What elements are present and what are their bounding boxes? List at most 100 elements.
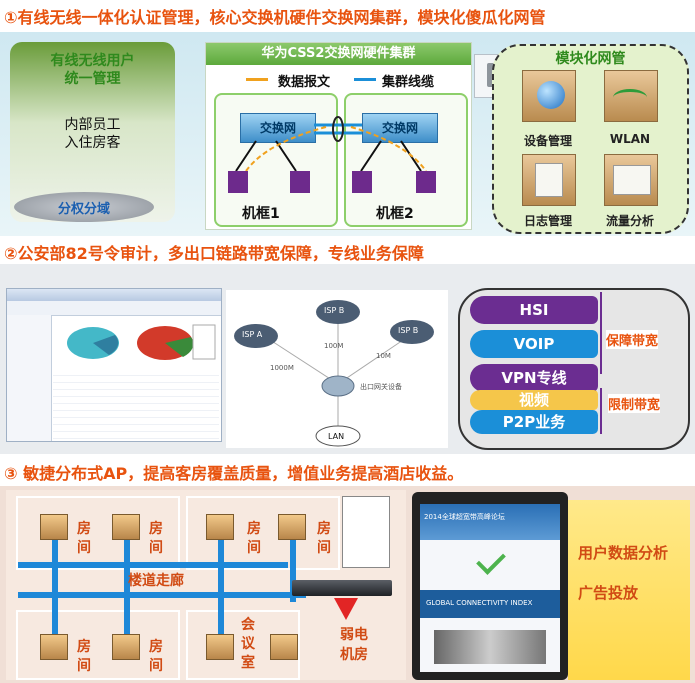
stairwell bbox=[342, 496, 390, 568]
phone-index-bar bbox=[420, 590, 560, 618]
phone-index-text: GLOBAL CONNECTIVITY INDEX bbox=[426, 599, 533, 607]
wlan-icon[interactable] bbox=[604, 70, 658, 122]
line-card-2b bbox=[416, 171, 436, 193]
bar-vpn: VPN专线 bbox=[470, 364, 598, 392]
log-management-label: 日志管理 bbox=[523, 214, 572, 228]
phone-banner-text: 2014全球超宽带高峰论坛 bbox=[424, 513, 505, 521]
legend-cable-label: 集群线缆 bbox=[382, 75, 435, 90]
link-b-label: 100M bbox=[324, 342, 344, 350]
frame2-label: 机框2 bbox=[376, 206, 414, 222]
auth-domain-disc bbox=[14, 192, 154, 222]
auth-domain-label: 分权分域 bbox=[57, 202, 110, 217]
management-panel: 模块化网管 设备管理 WLAN 日志管理 流量分析 bbox=[492, 44, 689, 234]
bar-voip: VOIP bbox=[470, 330, 598, 358]
auth-title-line2: 统一管理 bbox=[64, 71, 121, 87]
check-icon bbox=[476, 545, 506, 575]
user-data-analysis-label: 用户数据分析 bbox=[578, 544, 669, 562]
multi-egress-diagram: ISP A ISP B ISP B 1000M 100M 10M 出口网关设备 … bbox=[226, 290, 448, 448]
line-card-1a bbox=[228, 171, 248, 193]
room-label-4a: 房 bbox=[317, 521, 331, 537]
window-log-table bbox=[53, 369, 219, 439]
phone-product-image bbox=[434, 630, 546, 664]
room-label-6b: 间 bbox=[149, 658, 163, 674]
room-label-1a: 房 bbox=[77, 521, 91, 537]
corridor-label: 楼道走廊 bbox=[128, 573, 184, 589]
drop-cable-2 bbox=[124, 534, 130, 654]
traffic-analysis-icon[interactable] bbox=[604, 154, 658, 206]
isp-a-label: ISP A bbox=[242, 330, 263, 339]
ap-room-8 bbox=[270, 634, 298, 660]
ap-room-5 bbox=[40, 634, 68, 660]
auth-title-line1: 有线无线用户 bbox=[50, 53, 135, 69]
window-pie-charts bbox=[67, 324, 216, 360]
phone-banner bbox=[420, 504, 560, 540]
ap-room-2 bbox=[112, 514, 140, 540]
section1-heading: ①有线无线一体化认证管理，核心交换机硬件交换网集群，模块化傻瓜化网管 bbox=[4, 8, 546, 27]
drop-cable-1 bbox=[52, 534, 58, 654]
corridor-cable-bottom bbox=[18, 592, 306, 598]
room-label-6a: 房 bbox=[149, 639, 163, 655]
section2-heading: ②公安部82号令审计，多出口链路带宽保障，专线业务保障 bbox=[4, 244, 424, 263]
room-block-3 bbox=[16, 610, 180, 680]
meeting-label-1: 会 bbox=[241, 617, 255, 633]
room-block-2 bbox=[186, 496, 340, 570]
meeting-label-2: 议 bbox=[241, 636, 255, 652]
window-titlebar bbox=[7, 289, 221, 301]
core-switch bbox=[292, 580, 392, 596]
corridor-cable-top bbox=[18, 562, 288, 568]
auth-users-line1: 内部员工 bbox=[64, 117, 121, 133]
bar-hsi: HSI bbox=[470, 296, 598, 324]
ad-delivery-label: 广告投放 bbox=[578, 584, 639, 602]
audit-software-window bbox=[6, 288, 222, 442]
network-topology bbox=[234, 300, 434, 447]
room-label-2a: 房 bbox=[149, 521, 163, 537]
bar-p2p: P2P业务 bbox=[470, 410, 598, 434]
management-title: 模块化网管 bbox=[555, 51, 626, 67]
phone-screen: 2014全球超宽带高峰论坛 GLOBAL CONNECTIVITY INDEX bbox=[420, 504, 560, 672]
line-card-1b bbox=[290, 171, 310, 193]
log-management-icon[interactable] bbox=[522, 154, 576, 206]
room-label-3b: 间 bbox=[247, 540, 261, 556]
bar-video: 视频 bbox=[470, 390, 598, 410]
ap-room-7 bbox=[206, 634, 234, 660]
room-label-1b: 间 bbox=[77, 540, 91, 556]
ap-room-4 bbox=[278, 514, 306, 540]
down-arrow-icon bbox=[334, 598, 358, 620]
cluster-title: 华为CSS2交换网硬件集群 bbox=[206, 43, 471, 65]
isp-c-label: ISP B bbox=[398, 326, 419, 335]
router-label: 出口网关设备 bbox=[360, 383, 402, 391]
meeting-label-3: 室 bbox=[241, 655, 255, 671]
legend-data-swatch bbox=[246, 78, 268, 81]
weak-room-label-2: 机房 bbox=[340, 647, 368, 663]
guarantee-label: 保障带宽 bbox=[606, 330, 659, 349]
phone-mockup: 2014全球超宽带高峰论坛 GLOBAL CONNECTIVITY INDEX bbox=[412, 492, 568, 680]
line-card-2a bbox=[352, 171, 372, 193]
weak-room-label-1: 弱电 bbox=[340, 627, 368, 643]
window-toolbar bbox=[7, 301, 221, 316]
window-tree bbox=[7, 315, 52, 441]
room-label-2b: 间 bbox=[149, 540, 163, 556]
device-management-label: 设备管理 bbox=[523, 134, 572, 148]
legend-data-label: 数据报文 bbox=[278, 75, 331, 90]
room-block-4 bbox=[186, 610, 300, 680]
device-management-icon[interactable] bbox=[522, 70, 576, 122]
room-label-5b: 间 bbox=[77, 658, 91, 674]
drop-cable-3 bbox=[218, 534, 224, 654]
switch-fabric-1: 交换网 bbox=[240, 113, 316, 143]
lan-label: LAN bbox=[328, 432, 345, 441]
auth-panel: 有线无线用户 统一管理 内部员工 入住房客 bbox=[10, 42, 175, 222]
cluster-panel: 华为CSS2交换网硬件集群 数据报文 集群线缆 交换网 交换网 机框1 机框2 bbox=[205, 42, 472, 230]
section3-heading: ③ 敏捷分布式AP，提高客房覆盖质量，增值业务提高酒店收益。 bbox=[4, 464, 464, 483]
cluster-links bbox=[235, 116, 427, 172]
drop-cable-4 bbox=[290, 534, 296, 602]
ap-room-6 bbox=[112, 634, 140, 660]
link-c-label: 10M bbox=[376, 352, 391, 360]
ap-room-3 bbox=[206, 514, 234, 540]
traffic-analysis-label: 流量分析 bbox=[605, 214, 654, 228]
frame1-label: 机框1 bbox=[242, 206, 280, 222]
ap-room-1 bbox=[40, 514, 68, 540]
legend-cable-swatch bbox=[354, 78, 376, 81]
link-a-label: 1000M bbox=[270, 364, 294, 372]
room-label-4b: 间 bbox=[317, 540, 331, 556]
room-block-1 bbox=[16, 496, 180, 570]
